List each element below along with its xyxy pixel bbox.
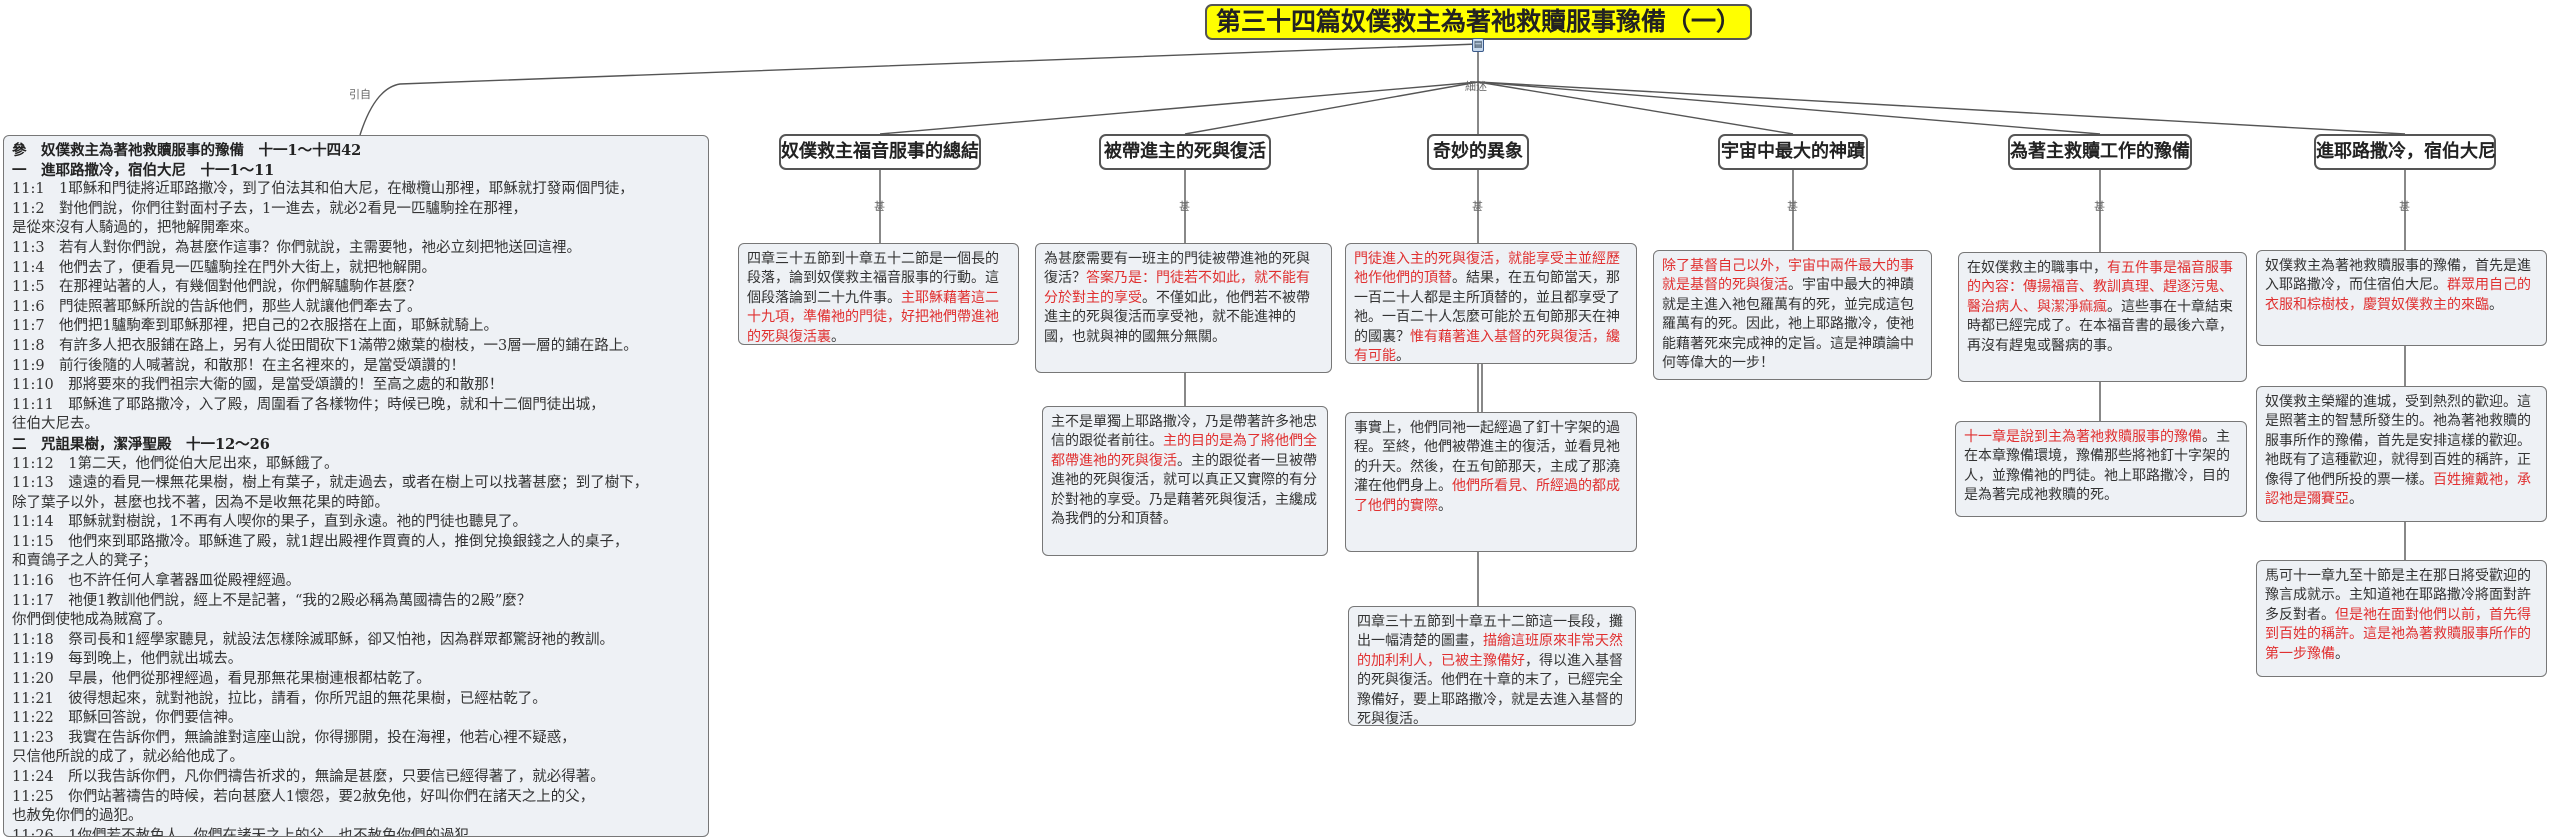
- branch-6-note-2: 奴僕救主榮耀的進城，受到熱烈的歡迎。這是照著主的智慧所發生的。祂為著祂救贖的服事…: [2256, 386, 2547, 522]
- branch-6-note-3: 馬可十一章九至十節是主在那日將受歡迎的豫言成就示。主知道祂在耶路撒冷將面對許多反…: [2256, 560, 2547, 677]
- scripture-verse-line: 11:11 耶穌進了耶路撒冷，入了殿，周圍看了各樣物件；時候已晚，就和十二個門徒…: [12, 396, 605, 413]
- branch-1-connector-label: 甚: [874, 200, 885, 213]
- scripture-verse-line: 和賣鴿子之人的凳子；: [12, 553, 157, 570]
- scripture-verse-line: 11:10 那將要來的我們祖宗大衛的國，是當受頌讚的！至高之處的和散那！: [12, 377, 504, 394]
- scripture-connector-label: 引自: [349, 88, 371, 101]
- branch-3-note-3: 四章三十五節到十章五十二節這一長段，攤出一幅清楚的圖畫，描繪這班原來非常天然的加…: [1348, 606, 1636, 727]
- scripture-verse-line: 是從來沒有人騎過的，把牠解開牽來。: [12, 220, 259, 237]
- branch-3-connector-label: 甚: [1472, 200, 1483, 213]
- scripture-verse-line: 只信他所說的成了，就必給他成了。: [12, 749, 244, 766]
- scripture-verse-line: 11:15 他們來到耶路撒冷。耶穌進了殿，就1趕出殿裡作買賣的人，推倒兌換銀錢之…: [12, 533, 629, 550]
- scripture-verse-line: 11:12 1第二天，他們從伯大尼出來，耶穌餓了。: [12, 455, 339, 472]
- scripture-verse-line: 也赦免你們的過犯。: [12, 808, 143, 825]
- scripture-verse-line: 11:7 他們把1驢駒牽到耶穌那裡，把自己的2衣服搭在上面，耶穌就騎上。: [12, 318, 499, 335]
- scripture-verse-line: 11:6 門徒照著耶穌所說的告訴他們，那些人就讓他們牽去了。: [12, 298, 422, 315]
- root-to-branch-5-line: [1477, 81, 2101, 135]
- scripture-verse-line: 11:22 耶穌回答說，你們要信神。: [12, 710, 243, 727]
- scripture-verse-line: 11:13 遠遠的看見一棵無花果樹，樹上有葉子，就走過去，或者在樹上可以找著甚麼…: [12, 475, 649, 492]
- scripture-heading: 一 進耶路撒冷，宿伯大尼 十一1～11: [12, 161, 275, 179]
- scripture-verse-line: 11:5 在那裡站著的人，有幾個對他們說，你們解驢駒作甚麼？: [12, 279, 422, 296]
- root-title: 第三十四篇奴僕救主為著祂救贖服事豫備（一）: [1205, 4, 1752, 40]
- branch-3-note-2: 事實上，他們同祂一起經過了釘十字架的過程。至終，他們被帶進主的復活，並看見祂的升…: [1345, 412, 1637, 552]
- branch-5-note-2: 十一章是說到主為著祂救贖服事的豫備。主在本章豫備環境，豫備那些將祂釘十字架的人，…: [1955, 421, 2247, 517]
- scripture-verse-line: 11:4 他們去了，便看見一匹驢駒拴在門外大街上，就把牠解開。: [12, 259, 437, 276]
- scripture-verse-line: 往伯大尼去。: [12, 416, 99, 433]
- branch-5-connector-label: 甚: [2094, 200, 2105, 213]
- branch-2-note-1: 為甚麼需要有一班主的門徒被帶進祂的死與復活？答案乃是：門徒若不如此，就不能有分於…: [1035, 243, 1332, 373]
- branch-6[interactable]: 進耶路撒冷，宿伯大尼: [2314, 134, 2496, 170]
- scripture-verse-line: 11:8 有許多人把衣服鋪在路上，另有人從田間砍下1滿帶2嫩葉的樹枝，一3層一層…: [12, 337, 638, 354]
- branch-1[interactable]: 奴僕救主福音服事的總結: [779, 134, 981, 170]
- branch-4-note-1: 除了基督自己以外，宇宙中兩件最大的事就是基督的死與復活。宇宙中最大的神蹟就是主進…: [1653, 250, 1932, 380]
- branch-2[interactable]: 被帶進主的死與復活: [1099, 134, 1271, 170]
- scripture-verse-line: 你們倒使牠成為賊窩了。: [12, 612, 172, 629]
- scripture-verse-line: 11:14 耶穌就對樹說，1不再有人喫你的果子，直到永遠。祂的門徒也聽見了。: [12, 514, 528, 531]
- scripture-verse-line: 11:18 祭司長和1經學家聽見，就設法怎樣除滅耶穌，卻又怕祂，因為群眾都驚訝祂…: [12, 631, 615, 648]
- scripture-verse-line: 11:3 若有人對你們說，為甚麼作這事？你們就說，主需要牠，祂必立刻把牠送回這裡…: [12, 239, 582, 256]
- scripture-verse-line: 11:21 彼得想起來，就對祂說，拉比，請看，你所咒詛的無花果樹，已經枯乾了。: [12, 690, 547, 707]
- branch-4-connector-label: 甚: [1787, 200, 1798, 213]
- branch-5-note-1: 在奴僕救主的職事中，有五件事是福音服事的內容：傳揚福音、教訓真理、趕逐污鬼、醫治…: [1958, 252, 2247, 382]
- branch-3-note-1: 門徒進入主的死與復活，就能享受主並經歷祂作他們的頂替。結果，在五句節當天，那一百…: [1345, 243, 1637, 364]
- root-to-scripture-line: [359, 43, 1479, 136]
- scripture-verse-line: 11:17 祂便1教訓他們說，經上不是記著，“我的2殿必稱為萬國禱告的2殿”麼？: [12, 592, 532, 609]
- branch-3[interactable]: 奇妙的異象: [1427, 134, 1529, 170]
- scripture-verse-line: 11:24 所以我告訴你們，凡你們禱告祈求的，無論是甚麼，只要信已經得著了，就必…: [12, 769, 605, 785]
- root-to-branch-6-line: [1477, 81, 2406, 135]
- branch-2-connector-label: 甚: [1179, 200, 1190, 213]
- root-to-branch-2-line: [1184, 81, 1479, 135]
- scripture-heading: 參 奴僕救主為著祂救贖服事的豫備 十一1～十四42: [12, 142, 362, 159]
- scripture-verse-line: 11:9 前行後隨的人喊著說，和散那！在主名裡來的，是當受頌讚的！: [12, 357, 466, 374]
- scripture-verse-line: 11:20 早晨，他們從那裡經過，看見那無花果樹連根都枯乾了。: [12, 671, 431, 688]
- scripture-verse-line: 11:19 每到晚上，他們就出城去。: [12, 651, 243, 668]
- root-to-branch-1-line: [879, 81, 1479, 135]
- scripture-verse-line: 11:2 對他們說，你們往對面村子去，1一進去，就必2看見一匹驢駒拴在那裡，: [12, 200, 528, 217]
- scripture-verse-line: 除了葉子以外，甚麼也找不著，因為不是收無花果的時節。: [12, 494, 389, 511]
- branch-connector-label: 細述: [1465, 80, 1487, 93]
- scripture-text-box: 參 奴僕救主為著祂救贖服事的豫備 十一1～十四42 一 進耶路撒冷，宿伯大尼 十一…: [3, 135, 709, 837]
- branch-1-note-1: 四章三十五節到十章五十二節是一個長的段落，論到奴僕救主福音服事的行動。這個段落論…: [738, 243, 1019, 345]
- scripture-verse-line: 11:16 也不許任何人拿著器皿從殿裡經過。: [12, 573, 301, 590]
- branch-6-note-1: 奴僕救主為著祂救贖服事的豫備，首先是進入耶路撒冷，而住宿伯大尼。群眾用自己的衣服…: [2256, 250, 2547, 346]
- scripture-heading: 二 咒詛果樹，潔淨聖殿 十一12～26: [12, 435, 270, 453]
- scripture-verse-line: 11:26 1你們若不赦免人，你們在諸天之上的父，也不赦免你們的過犯。: [12, 827, 484, 837]
- scripture-verse-line: 11:1 1耶穌和門徒將近耶路撒冷，到了伯法其和伯大尼，在橄欖山那裡，耶穌就打發…: [12, 181, 634, 198]
- document-icon[interactable]: ▤: [1472, 38, 1484, 52]
- scripture-verse-line: 11:23 我實在告訴你們，無論誰對這座山說，你得挪開，投在海裡，他若心裡不疑惑…: [12, 729, 576, 746]
- branch-4[interactable]: 宇宙中最大的神蹟: [1718, 134, 1868, 170]
- branch-6-connector-label: 甚: [2399, 200, 2410, 213]
- branch-5[interactable]: 為著主救贖工作的豫備: [2008, 134, 2192, 170]
- branch-2-note-2: 主不是單獨上耶路撒冷，乃是帶著許多祂忠信的跟從者前往。主的目的是為了將他們全都帶…: [1042, 406, 1328, 556]
- scripture-verse-line: 11:25 你們站著禱告的時候，若向甚麼人1懷怨，要2赦免他，好叫你們在諸天之上…: [12, 788, 595, 805]
- root-to-branch-4-line: [1477, 81, 1794, 135]
